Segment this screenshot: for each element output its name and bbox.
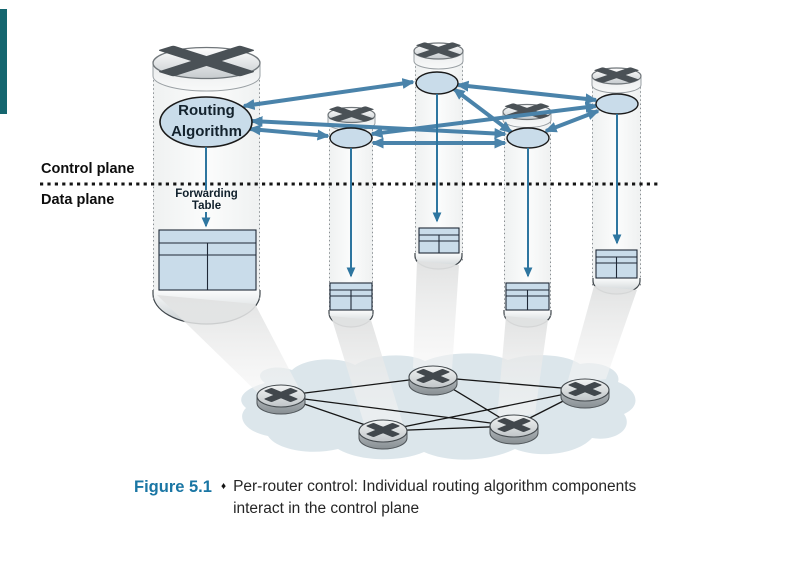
forwarding-table-label-line2: Table — [191, 199, 222, 212]
forwarding-table-label: Forwarding Table — [156, 188, 257, 212]
diamond-separator-icon: ♦ — [220, 481, 227, 492]
physical-router-5 — [560, 378, 610, 409]
routing-algorithm-nodes — [159, 71, 639, 149]
routing-algorithm-node-3 — [415, 71, 459, 95]
router-cylinder-top-3 — [413, 42, 464, 70]
router-x-icon — [497, 418, 531, 432]
physical-router-1 — [256, 384, 306, 415]
forwarding-table-5 — [595, 249, 638, 279]
router-cylinder-top-5 — [591, 67, 642, 94]
physical-routers — [256, 365, 610, 450]
router-cylinder-top-1 — [152, 45, 261, 92]
routing-algorithm-node-2 — [329, 127, 373, 149]
shadow-cone-5 — [567, 286, 637, 384]
forwarding-table-1 — [158, 229, 257, 291]
forwarding-table-3 — [418, 227, 460, 254]
shadow-cone-2 — [331, 316, 403, 430]
shadow-cone-4 — [497, 316, 548, 419]
projection-cones — [157, 261, 637, 430]
routing-algorithm-node-4 — [506, 127, 550, 149]
routing-algorithm-node-5 — [595, 93, 639, 115]
forwarding-table-2 — [329, 282, 373, 311]
physical-router-4 — [489, 414, 539, 445]
physical-router-2 — [408, 365, 458, 396]
routing-algorithm-label-line1: Routing — [178, 102, 235, 119]
table-update-arrows — [201, 94, 622, 278]
routing-algorithm-label-line2: Algorithm — [171, 123, 242, 140]
control-plane-links — [242, 78, 600, 149]
figure-number: Figure 5.1 — [134, 478, 212, 496]
router-x-icon — [264, 388, 298, 402]
control-link-3-5 — [456, 80, 598, 105]
shadow-cone-1 — [157, 295, 300, 397]
forwarding-table-label-line1: Forwarding — [175, 188, 238, 200]
router-x-icon — [158, 45, 255, 77]
router-x-icon — [568, 382, 602, 396]
routing-algorithm-label: Routing Algorithm — [146, 100, 267, 142]
forwarding-table-4 — [505, 282, 550, 311]
router-x-icon — [594, 67, 639, 83]
control-link-1-3 — [242, 78, 415, 110]
router-x-icon — [416, 42, 461, 58]
figure-caption: Figure 5.1 ♦ Per-router control: Individ… — [134, 476, 673, 520]
control-plane-label: Control plane — [41, 161, 135, 177]
data-plane-label: Data plane — [41, 192, 115, 208]
router-x-icon — [416, 369, 450, 383]
shadow-cone-3 — [413, 261, 459, 370]
physical-router-3 — [358, 419, 408, 450]
router-x-icon — [366, 423, 400, 437]
figure-caption-text: Per-router control: Individual routing a… — [233, 478, 637, 517]
control-link-4-5 — [544, 109, 600, 133]
page-edge-tab — [0, 9, 7, 114]
forwarding-tables — [158, 227, 638, 311]
